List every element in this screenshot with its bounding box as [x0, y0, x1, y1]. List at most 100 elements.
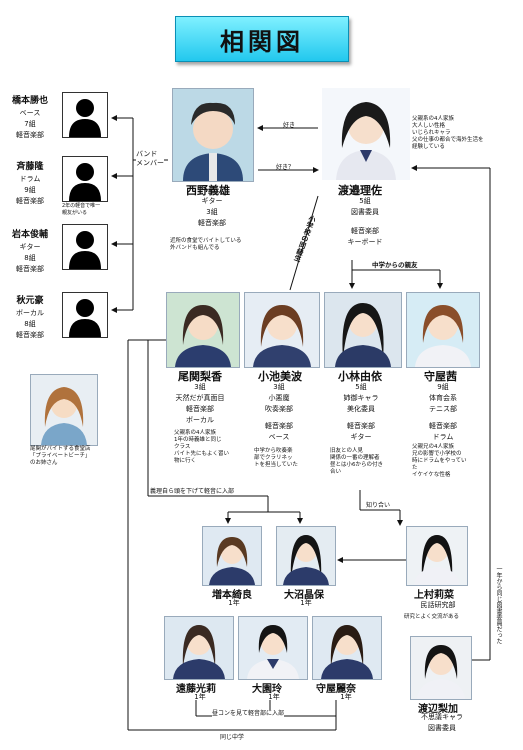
ozono-portrait: [238, 616, 308, 680]
moriya-rena-grade: 1年: [340, 693, 352, 701]
same-middle-label: 同じ中学: [220, 734, 245, 741]
shokudo-caption: 尾関がバイトする食堂店 「プライベートビーチ」 のお姉さん: [30, 446, 91, 466]
same-grade-label: 一年から同じ図書委員だった: [495, 566, 502, 644]
silhouette-icon: [62, 224, 108, 270]
ozeki-club: 軽音楽部: [186, 405, 214, 413]
watanabe-risa-name: 渡邉理佐: [338, 184, 382, 197]
member-name: 岩本俊輔: [11, 230, 48, 240]
koike-club: 吹奏楽部: [265, 405, 293, 413]
watanabe-risa-part: キーボード: [347, 238, 383, 246]
onuma-name: 大沼晶保: [284, 590, 324, 601]
moriya-akane-name: 守屋茜: [424, 370, 457, 383]
member-part: ボーカル: [16, 309, 44, 317]
watanabe-risa-portrait: [322, 88, 410, 180]
diagram-title: 相関図: [175, 16, 349, 62]
masumoto-grade: 1年: [228, 599, 240, 607]
moriya-akane-note: 父親兄の4人家族 兄の影響で小学校の 時にドラムをやってい た イケイケな性格: [412, 444, 467, 478]
likes-label: 好き: [283, 122, 296, 129]
kobayashi-trait: 姉御キャラ: [343, 394, 379, 402]
endo-portrait: [164, 616, 234, 680]
watanabe-rika-portrait: [410, 636, 472, 700]
onuma-portrait: [276, 526, 336, 586]
kobayashi-part: ギター: [350, 433, 372, 441]
ozeki-portrait: [166, 292, 240, 368]
onuma-grade: 1年: [300, 599, 312, 607]
moriya-rena-name: 守屋麗奈: [316, 684, 356, 695]
kobayashi-role: 美化委員: [347, 405, 375, 413]
ozono-name: 大園玲: [252, 684, 282, 695]
ozeki-trait: 天然だが真面目: [175, 394, 225, 402]
masumoto-name: 増本綺良: [212, 590, 252, 601]
member-club: 軽音楽部: [16, 197, 44, 205]
kobayashi-note: 旧友との人見 関係の一番の理解者 昼とは小6からの付き 合い: [330, 448, 383, 475]
ozono-grade: 1年: [268, 693, 280, 701]
kobayashi-name: 小林由依: [338, 370, 382, 383]
silhouette-icon: [62, 156, 108, 202]
kamimura-role: 民話研究部: [420, 601, 456, 609]
elementary-label: 小学校の同級生: [292, 214, 318, 263]
member-class: 8組: [24, 320, 36, 328]
ozeki-class: 3組: [194, 383, 206, 391]
middle-friends-label: 中学からの親友: [370, 261, 420, 269]
goukon-label: 昼コンを見て軽音部に入部: [212, 710, 285, 717]
koike-club2: 軽音楽部: [265, 422, 293, 430]
nishino-portrait: [172, 88, 254, 182]
watanabe-rika-name: 渡辺梨加: [418, 704, 458, 715]
watanabe-risa-role: 図書委員: [351, 208, 379, 216]
watanabe-rika-role: 図書委員: [428, 724, 456, 732]
ozeki-note: 父親系の4人家族 1年の時義雄と同じ クラス バイト先にもよく習い 物に行く: [174, 430, 230, 464]
title-text: 相関図: [220, 27, 304, 56]
kobayashi-club: 軽音楽部: [347, 422, 375, 430]
nishino-class: 3組: [206, 208, 218, 216]
watanabe-rika-trait: 不思議キャラ: [421, 713, 463, 721]
member-note: 2年の軽音で唯一 親友がいる: [62, 203, 101, 216]
member-club: 軽音楽部: [16, 265, 44, 273]
koike-trait: 小悪魔: [268, 394, 290, 402]
member-name: 秋元豪: [16, 296, 44, 306]
member-part: ギター: [19, 243, 41, 251]
koike-portrait: [244, 292, 320, 368]
member-name: 斉藤隆: [16, 162, 44, 172]
member-club: 軽音楽部: [16, 131, 44, 139]
kamimura-note: 研究とよく交流がある: [404, 614, 460, 620]
masumoto-portrait: [202, 526, 262, 586]
ozeki-name: 尾関梨香: [178, 370, 222, 383]
member-class: 9組: [24, 186, 36, 194]
acquaintance-label: 知り合い: [366, 502, 391, 509]
endo-grade: 1年: [194, 693, 206, 701]
member-part: ドラム: [19, 175, 41, 183]
band-members-label: バンド メンバー: [136, 150, 164, 168]
own-will-label: 義理自ら頭を下げて軽音に入部: [150, 488, 235, 495]
moriya-rena-portrait: [312, 616, 382, 680]
koike-part: ベース: [268, 433, 290, 441]
watanabe-risa-note: 父親系の4人家族 大人しい性格 いじられキャラ 父の仕事の都合で海外生活を 経験…: [412, 116, 484, 150]
moriya-akane-portrait: [406, 292, 480, 368]
nishino-club: 軽音楽部: [198, 219, 226, 227]
member-class: 7組: [24, 120, 36, 128]
silhouette-icon: [62, 292, 108, 338]
kamimura-portrait: [406, 526, 468, 586]
nishino-name: 西野義雄: [186, 184, 230, 197]
moriya-akane-club2: 軽音楽部: [429, 422, 457, 430]
member-class: 8組: [24, 254, 36, 262]
moriya-akane-club: テニス部: [429, 405, 457, 413]
kamimura-name: 上村莉菜: [414, 590, 454, 601]
likes-question-label: 好き？: [276, 164, 295, 171]
moriya-akane-class: 9組: [437, 383, 449, 391]
koike-note: 中学から吹奏楽 部でクラリネッ トを担当していた: [254, 448, 298, 468]
koike-class: 3組: [273, 383, 285, 391]
watanabe-risa-class: 5組: [359, 197, 371, 205]
moriya-akane-part: ドラム: [432, 433, 454, 441]
koike-name: 小池美波: [258, 370, 302, 383]
watanabe-risa-club: 軽音楽部: [351, 227, 379, 235]
endo-name: 遠藤光莉: [176, 684, 216, 695]
ozeki-part: ボーカル: [186, 416, 214, 424]
member-club: 軽音楽部: [16, 331, 44, 339]
member-part: ベース: [19, 109, 41, 117]
moriya-akane-role: 体育会系: [429, 394, 457, 402]
nishino-part: ギター: [201, 197, 223, 205]
nishino-note: 近所の食堂でバイトしている 外バンドも組んでる: [170, 238, 242, 251]
shokudo-portrait: [30, 374, 98, 446]
silhouette-icon: [62, 92, 108, 138]
kobayashi-portrait: [324, 292, 402, 368]
